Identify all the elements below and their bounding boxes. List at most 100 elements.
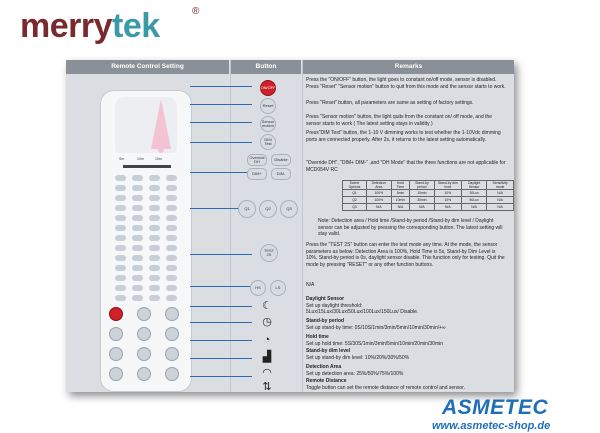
remote-grid-button[interactable]	[166, 295, 177, 301]
ls-button[interactable]: LS	[270, 280, 286, 296]
remote-grid-button[interactable]	[132, 245, 143, 251]
remote-grid-button[interactable]	[132, 285, 143, 291]
remote-grid-button[interactable]	[149, 175, 160, 181]
remote-grid-button[interactable]	[115, 265, 126, 271]
remote-grid-button[interactable]	[115, 175, 126, 181]
dim-minus-button[interactable]: DIM-	[271, 168, 291, 180]
remote-disable-button[interactable]	[165, 327, 179, 341]
remote-grid-button[interactable]	[132, 255, 143, 261]
remote-grid-button[interactable]	[166, 175, 177, 181]
leader-line	[190, 358, 252, 359]
remote-grid-button[interactable]	[149, 205, 160, 211]
remote-grid-button[interactable]	[115, 295, 126, 301]
remote-q2-button[interactable]	[137, 347, 151, 361]
q3-button[interactable]: Q3	[280, 200, 298, 218]
remote-grid-button[interactable]	[115, 255, 126, 261]
remote-grid-button[interactable]	[115, 275, 126, 281]
merrytek-logo: merrytek ®	[20, 4, 210, 50]
remote-grid-button[interactable]	[132, 215, 143, 221]
remark-hold-time: Hold time Set up hold time: 5S/30S/1min/…	[306, 334, 506, 347]
remote-hs-button[interactable]	[137, 367, 151, 381]
remote-grid-button[interactable]	[132, 265, 143, 271]
remote-grid-button[interactable]	[166, 205, 177, 211]
remote-grid-button[interactable]	[132, 205, 143, 211]
on-off-button[interactable]: ON/OFF	[260, 80, 276, 96]
remote-ls-button[interactable]	[165, 367, 179, 381]
override-dh-button[interactable]: Override DH	[247, 154, 267, 166]
remote-grid-button[interactable]	[132, 275, 143, 281]
remote-grid-button[interactable]	[132, 185, 143, 191]
remote-slider[interactable]	[123, 165, 171, 168]
hold-time-clock-icon: ◔	[263, 334, 271, 346]
remote-grid-button[interactable]	[115, 185, 126, 191]
remote-dim-test-button[interactable]	[137, 327, 151, 341]
remote-grid-button[interactable]	[115, 215, 126, 221]
asmetec-website[interactable]: www.asmetec-shop.de	[432, 420, 551, 432]
remote-grid-button[interactable]	[166, 195, 177, 201]
q2-button[interactable]: Q2	[259, 200, 277, 218]
remote-q3-button[interactable]	[165, 347, 179, 361]
standby-title: Stand-by period	[306, 318, 345, 324]
remote-override-button[interactable]	[109, 327, 123, 341]
reset-button[interactable]: Reset	[260, 98, 276, 114]
instruction-sheet: Remote Control Setting Button Remarks Sm…	[66, 60, 514, 393]
remote-grid-button[interactable]	[132, 175, 143, 181]
asmetec-logo: ASMETEC	[442, 396, 549, 419]
remote-grid-button[interactable]	[149, 245, 160, 251]
remote-grid-button[interactable]	[166, 265, 177, 271]
remark-standby-period: Stand-by period Set up stand-by time: 0S…	[306, 318, 506, 331]
dim-plus-button[interactable]: DIM+	[247, 168, 267, 180]
remote-grid-button[interactable]	[166, 245, 177, 251]
remote-grid-button[interactable]	[166, 225, 177, 231]
remote-grid-button[interactable]	[132, 235, 143, 241]
remote-grid-button[interactable]	[149, 265, 160, 271]
remote-grid-button[interactable]	[149, 285, 160, 291]
remark-dim-test: Press"DIM Test" button, the 1-10 V dimmi…	[306, 130, 501, 143]
remote-q1-button[interactable]	[109, 347, 123, 361]
remote-grid-button[interactable]	[149, 185, 160, 191]
remark-sensor-motion: Press "Sensor motion" button, the light …	[306, 114, 493, 127]
remote-grid-button[interactable]	[115, 285, 126, 291]
remote-grid-button[interactable]	[149, 225, 160, 231]
q1-button[interactable]: Q1	[238, 200, 256, 218]
remote-grid-button[interactable]	[132, 295, 143, 301]
remote-sensor-motion-button[interactable]	[165, 307, 179, 321]
remote-grid-button[interactable]	[115, 245, 126, 251]
remark-on-off: Press the "ON/OFF" button, the light goe…	[306, 77, 506, 90]
remote-grid-button[interactable]	[149, 275, 160, 281]
remote-grid-button[interactable]	[149, 215, 160, 221]
dim-line: Set up stand-by dim level: 10%/20%/30%/5…	[306, 354, 410, 361]
remote-grid-button[interactable]	[115, 225, 126, 231]
logo-merry-text: merry	[20, 7, 113, 45]
remote-on-off-button[interactable]	[109, 307, 123, 321]
scene-table-header-cell: Sensitivity mode	[486, 180, 514, 190]
dim-test-button[interactable]: DIM Test	[260, 134, 276, 150]
remote-grid-button[interactable]	[166, 215, 177, 221]
remote-grid-button[interactable]	[149, 295, 160, 301]
hs-button[interactable]: HS	[250, 280, 266, 296]
disable-button[interactable]: Disable	[271, 154, 291, 166]
remote-grid-button[interactable]	[166, 235, 177, 241]
remote-grid-button[interactable]	[166, 285, 177, 291]
remote-grid-button[interactable]	[115, 195, 126, 201]
remote-grid-button[interactable]	[166, 275, 177, 281]
remote-grid-button[interactable]	[166, 255, 177, 261]
remote-grid-button[interactable]	[132, 195, 143, 201]
test-2s-button[interactable]: TEST 2S	[260, 244, 278, 262]
remote-reset-button[interactable]	[137, 307, 151, 321]
scene-table-cell: N/A	[486, 196, 514, 204]
remote-grid-button[interactable]	[132, 225, 143, 231]
remote-test-button[interactable]	[109, 367, 123, 381]
remote-grid-button[interactable]	[115, 205, 126, 211]
remote-grid-button[interactable]	[149, 255, 160, 261]
column-divider	[230, 60, 231, 392]
remote-grid-button[interactable]	[149, 235, 160, 241]
remote-grid-button[interactable]	[166, 185, 177, 191]
sensor-motion-button[interactable]: Sensor motion	[260, 116, 276, 132]
remote-grid-button[interactable]	[115, 235, 126, 241]
hold-title: Hold time	[306, 334, 329, 340]
leader-line	[190, 86, 252, 87]
remote-grid-button[interactable]	[149, 195, 160, 201]
